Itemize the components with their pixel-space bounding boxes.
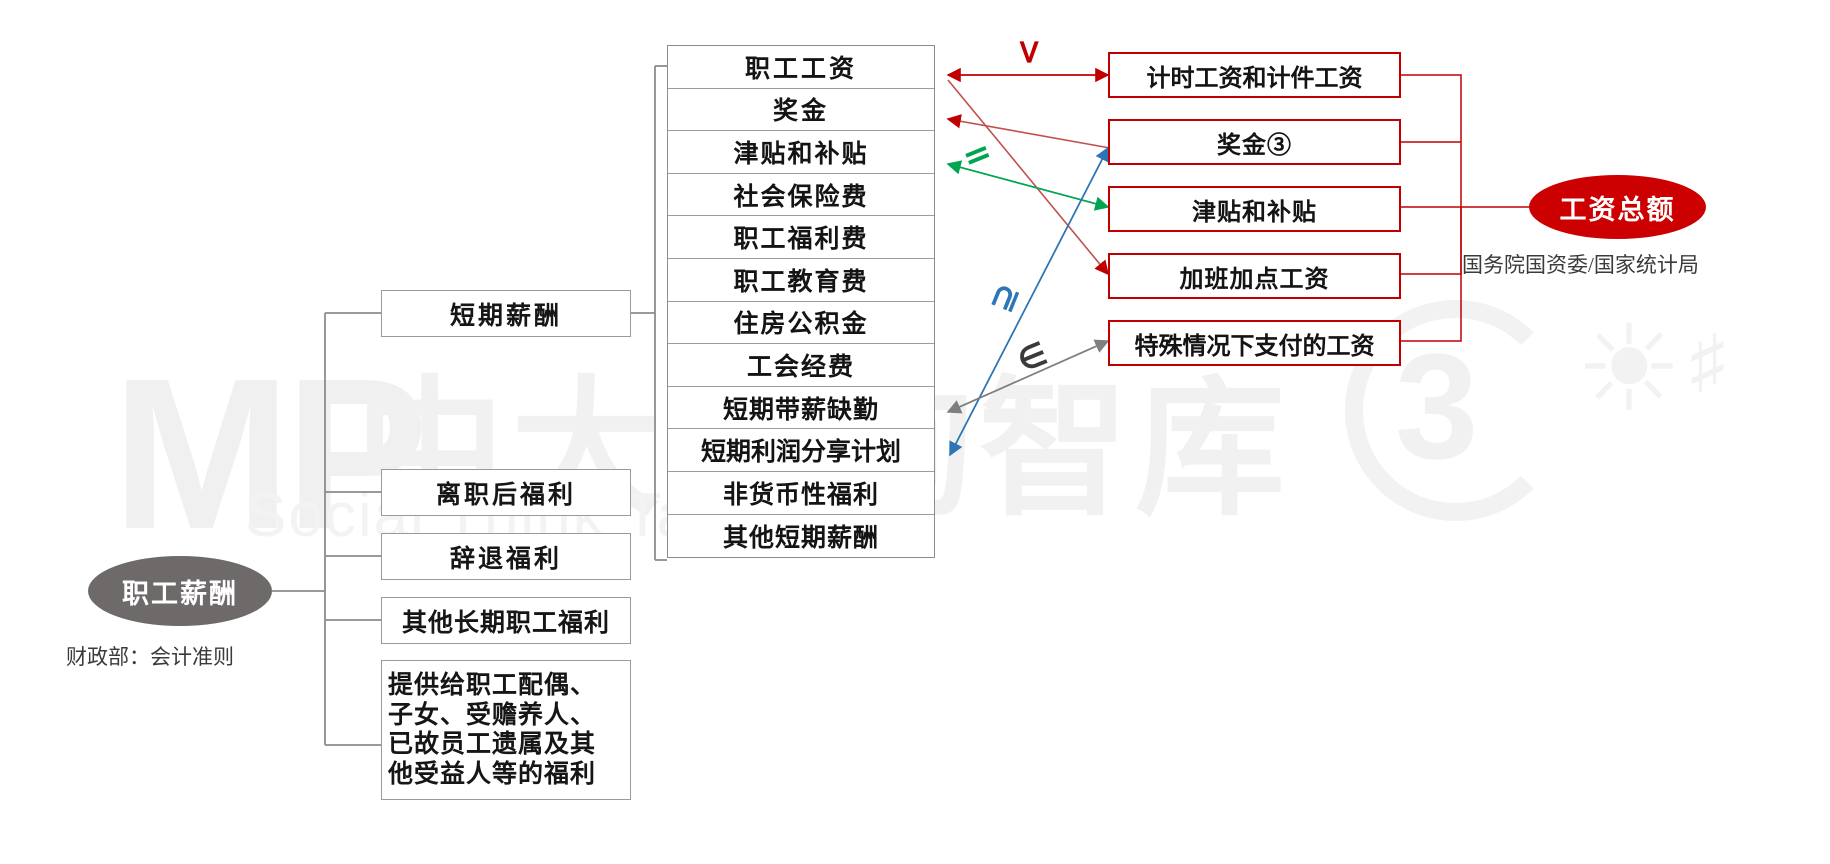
watermark-sun-icon: ☀ — [1575, 302, 1683, 436]
wage-item-label: 奖金③ — [1217, 132, 1292, 159]
wage-item-label: 津贴和补贴 — [1192, 199, 1317, 226]
list-item[interactable]: 职工福利费 — [668, 216, 934, 259]
category-label: 离职后福利 — [435, 481, 576, 509]
list-item-label: 短期利润分享计划 — [700, 439, 901, 467]
wage-total-node[interactable]: 工资总额 — [1529, 175, 1706, 239]
list-item[interactable]: 非货币性福利 — [668, 472, 934, 515]
category-box-termination[interactable]: 辞退福利 — [381, 533, 631, 580]
wage-item-box-overtime[interactable]: 加班加点工资 — [1108, 253, 1401, 299]
list-item[interactable]: 职工工资 — [668, 46, 934, 89]
list-item-label: 职工福利费 — [733, 226, 869, 254]
wage-item-label: 计时工资和计件工资 — [1146, 65, 1363, 92]
wage-item-box-special-cases[interactable]: 特殊情况下支付的工资 — [1108, 320, 1401, 366]
list-item-label: 短期带薪缺勤 — [722, 396, 879, 424]
list-item[interactable]: 职工教育费 — [668, 259, 934, 302]
category-box-beneficiary-benefits[interactable]: 提供给职工配偶、 子女、受赡养人、 已故员工遗属及其 他受益人等的福利 — [381, 660, 631, 800]
list-item[interactable]: 津贴和补贴 — [668, 131, 934, 174]
wage-item-box-hourly-piece[interactable]: 计时工资和计件工资 — [1108, 52, 1401, 98]
list-item-label: 奖金 — [772, 98, 829, 126]
list-item-label: 职工工资 — [744, 55, 857, 83]
list-item[interactable]: 其他短期薪酬 — [668, 515, 934, 558]
watermark-three: 3 — [1395, 322, 1479, 490]
list-item-label: 非货币性福利 — [722, 481, 879, 509]
list-item-label: 工会经费 — [746, 353, 855, 381]
wage-item-box-bonus[interactable]: 奖金③ — [1108, 119, 1401, 165]
list-item[interactable]: 住房公积金 — [668, 302, 934, 345]
category-label: 短期薪酬 — [449, 302, 562, 330]
list-item[interactable]: 社会保险费 — [668, 174, 934, 217]
list-item-label: 住房公积金 — [733, 311, 869, 339]
list-item-label: 其他短期薪酬 — [722, 524, 879, 552]
relation-symbol-greater: > — [1009, 37, 1050, 67]
category-label: 辞退福利 — [449, 545, 562, 573]
category-label-line: 子女、受赡养人、 — [388, 701, 597, 729]
watermark-latin: MP — [112, 333, 428, 574]
category-box-other-long-term[interactable]: 其他长期职工福利 — [381, 597, 631, 644]
short-term-items-list: 职工工资 奖金 津贴和补贴 社会保险费 职工福利费 职工教育费 住房公积金 工会… — [667, 45, 935, 559]
relation-symbol-superset: ⊇ — [981, 277, 1030, 319]
wage-item-label: 特殊情况下支付的工资 — [1134, 333, 1375, 360]
list-item[interactable]: 短期带薪缺勤 — [668, 387, 934, 430]
list-item[interactable]: 奖金 — [668, 89, 934, 132]
watermark-hash-icon: ♯ — [1690, 321, 1725, 399]
category-label-line: 已故员工遗属及其 — [388, 731, 597, 758]
category-label-line: 提供给职工配偶、 — [388, 672, 597, 699]
category-box-short-term[interactable]: 短期薪酬 — [381, 290, 631, 337]
root-node[interactable]: 职工薪酬 — [88, 556, 272, 626]
wage-item-box-allowance[interactable]: 津贴和补贴 — [1108, 186, 1401, 232]
list-item[interactable]: 短期利润分享计划 — [668, 429, 934, 472]
relation-symbol-equals: = — [956, 131, 998, 179]
category-box-post-employment[interactable]: 离职后福利 — [381, 469, 631, 516]
wage-total-label: 工资总额 — [1559, 194, 1676, 225]
list-item-label: 津贴和补贴 — [733, 140, 869, 168]
category-label-line: 他受益人等的福利 — [388, 760, 597, 788]
wage-item-label: 加班加点工资 — [1179, 266, 1330, 293]
list-item-label: 职工教育费 — [733, 268, 869, 296]
relation-symbol-element-of: ∈ — [1011, 334, 1053, 380]
root-node-label: 职工薪酬 — [122, 578, 238, 609]
category-label: 其他长期职工福利 — [401, 609, 610, 637]
list-item-label: 社会保险费 — [733, 183, 869, 211]
list-item[interactable]: 工会经费 — [668, 344, 934, 387]
wage-total-caption: 国务院国资委/国家统计局 — [1462, 253, 1699, 277]
root-caption: 财政部：会计准则 — [66, 645, 234, 669]
